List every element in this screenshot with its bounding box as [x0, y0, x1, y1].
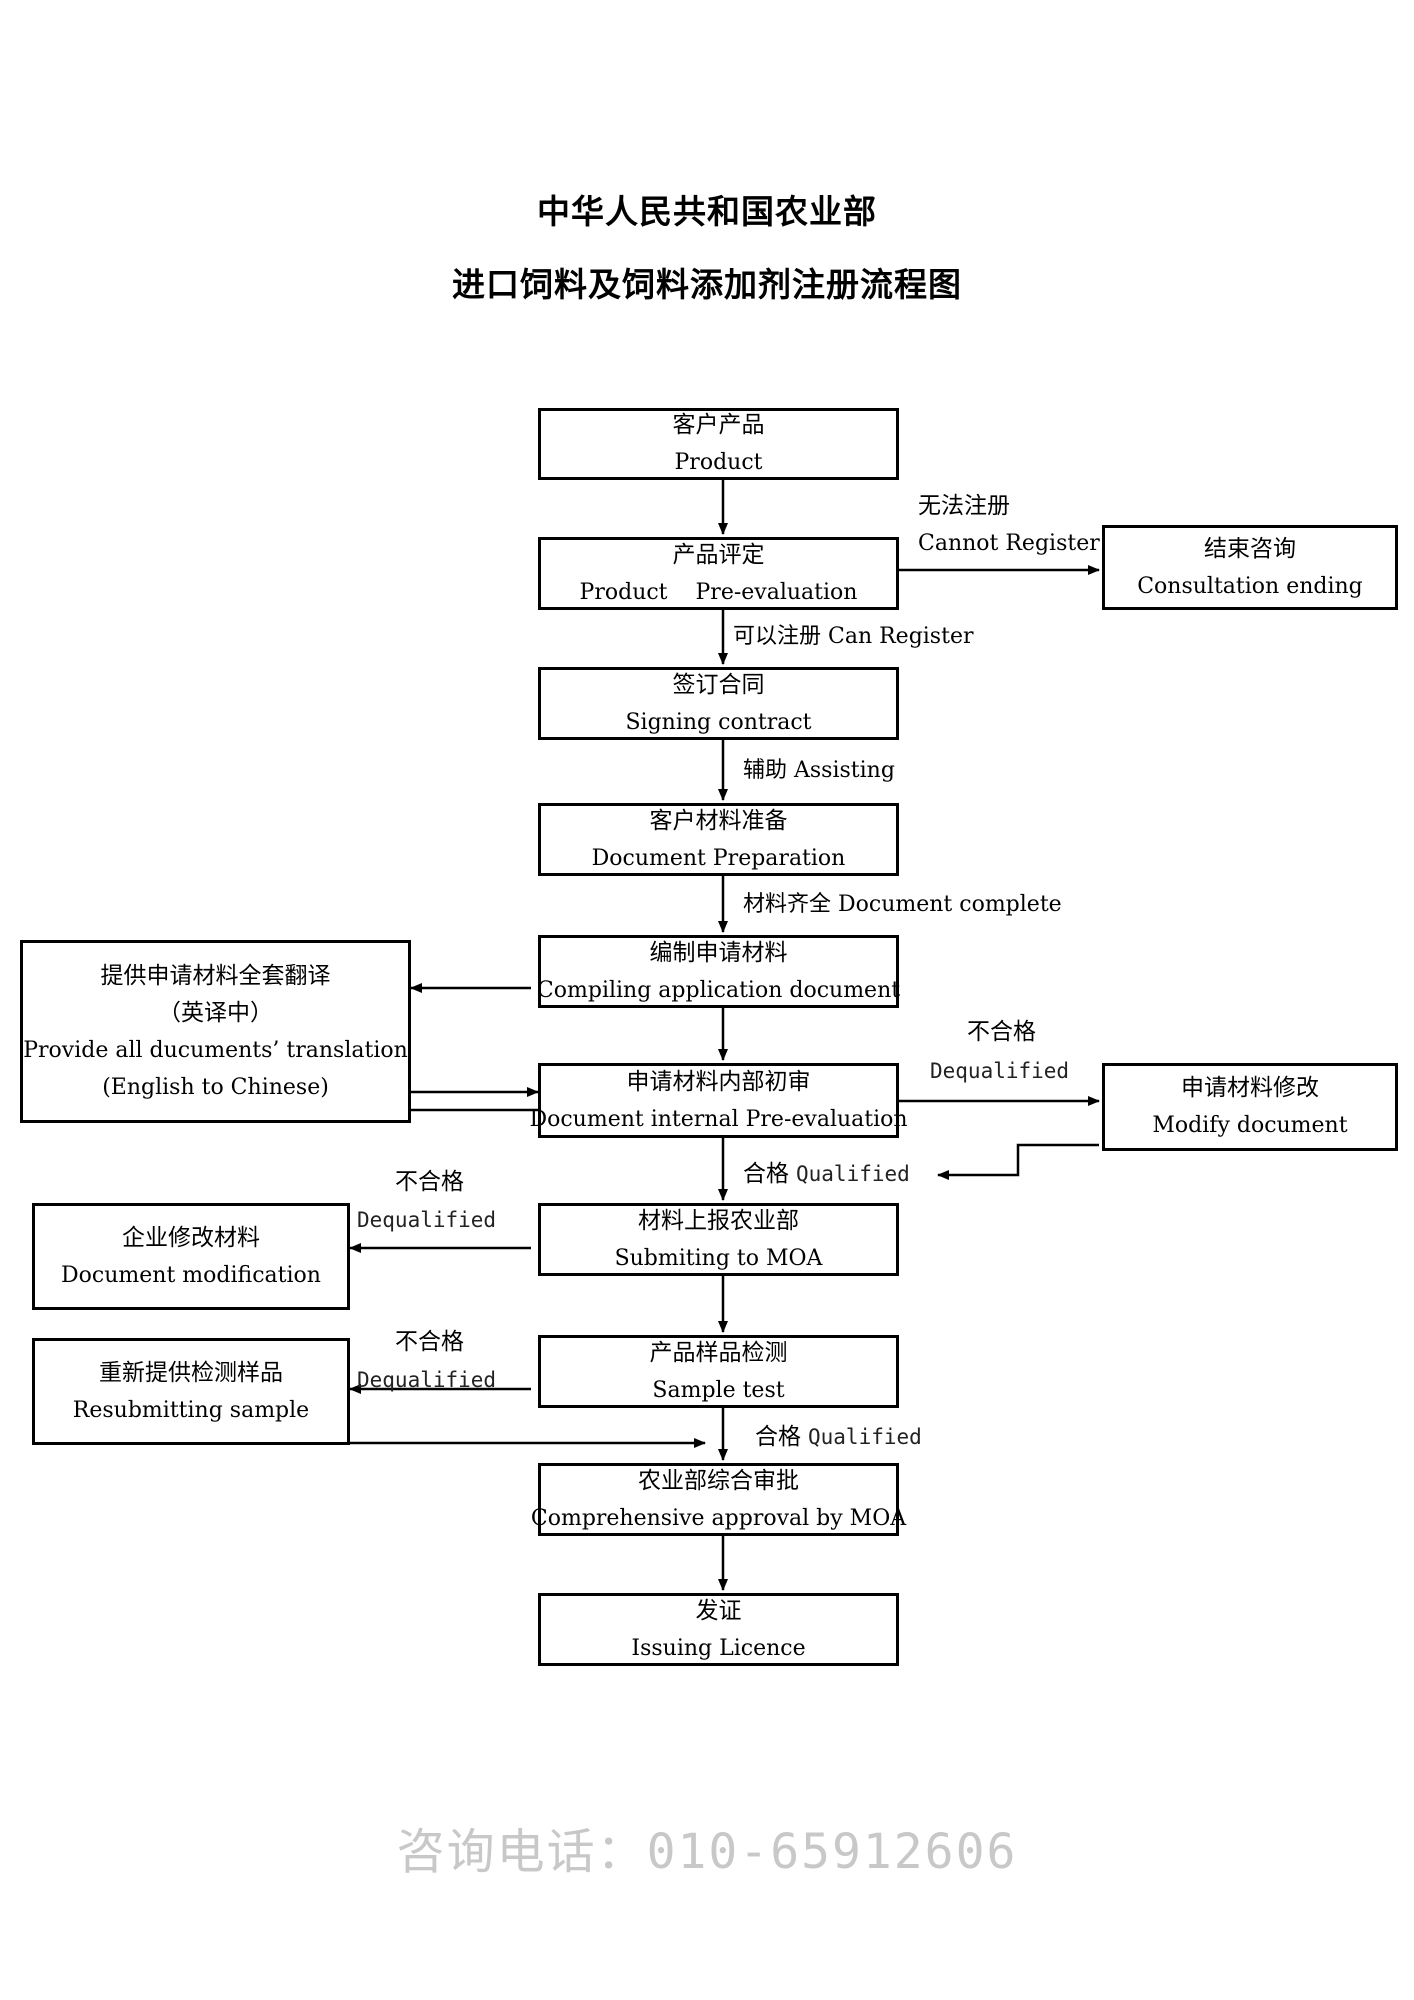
node-company-modify-en: Document modification	[61, 1262, 321, 1288]
label-cannot-register-en: Cannot Register	[918, 531, 1100, 556]
node-sample-test: 产品样品检测 Sample test	[538, 1335, 899, 1408]
node-company-modify-zh: 企业修改材料	[122, 1224, 260, 1251]
node-compiling-application-en: Compiling application document	[536, 977, 901, 1003]
node-comprehensive-approval: 农业部综合审批 Comprehensive approval by MOA	[531, 1463, 906, 1536]
label-qualified-2: 合格 Qualified	[755, 1423, 922, 1452]
node-resubmit-sample-en: Resubmitting sample	[72, 1397, 310, 1423]
node-signing-contract-en: Signing contract	[625, 709, 812, 735]
node-translation-en2: (English to Chinese)	[102, 1074, 329, 1100]
label-can-register: 可以注册 Can Register	[733, 624, 974, 649]
node-resubmit-sample: 重新提供检测样品 Resubmitting sample	[32, 1338, 350, 1445]
page-title-line2: 进口饲料及饲料添加剂注册流程图	[452, 265, 962, 304]
node-sample-test-en: Sample test	[652, 1377, 785, 1403]
node-consultation-ending-en: Consultation ending	[1137, 573, 1363, 599]
label-assisting: 辅助 Assisting	[743, 758, 895, 783]
footer-consult-phone: 咨询电话：010-65912606	[396, 1824, 1018, 1880]
node-company-modify: 企业修改材料 Document modification	[32, 1203, 350, 1310]
node-compiling-application-zh: 编制申请材料	[649, 939, 788, 966]
node-consultation-ending-zh: 结束咨询	[1204, 535, 1296, 562]
label-dequalified-2-zh: 不合格	[395, 1169, 464, 1195]
node-signing-contract: 签订合同 Signing contract	[538, 667, 899, 740]
node-translation: 提供申请材料全套翻译 （英译中） Provide all ducuments’ …	[20, 940, 411, 1123]
node-submit-moa: 材料上报农业部 Submiting to MOA	[538, 1203, 899, 1276]
node-modify-document: 申请材料修改 Modify document	[1102, 1063, 1398, 1151]
node-pre-evaluation-zh: 产品评定	[672, 541, 765, 568]
label-dequalified-2-en: Dequalified	[357, 1208, 497, 1232]
label-dequalified-1-zh: 不合格	[967, 1019, 1036, 1045]
label-qualified-2-zh: 合格	[755, 1424, 801, 1450]
node-comprehensive-approval-en: Comprehensive approval by MOA	[530, 1505, 907, 1531]
label-qualified-1-zh: 合格	[743, 1161, 789, 1187]
node-translation-en1: Provide all ducuments’ translation	[23, 1037, 408, 1063]
node-internal-review-en: Document internal Pre-evaluation	[529, 1106, 908, 1132]
node-product: 客户产品 Product	[538, 408, 899, 480]
label-qualified-1: 合格 Qualified	[743, 1160, 910, 1189]
node-issuing-licence-en: Issuing Licence	[631, 1635, 806, 1661]
node-consultation-ending: 结束咨询 Consultation ending	[1102, 525, 1398, 610]
node-product-en: Product	[674, 450, 763, 475]
node-internal-review-zh: 申请材料内部初审	[626, 1068, 811, 1095]
node-issuing-licence: 发证 Issuing Licence	[538, 1593, 899, 1666]
node-document-preparation-en: Document Preparation	[591, 845, 846, 871]
node-document-preparation: 客户材料准备 Document Preparation	[538, 803, 899, 876]
node-sample-test-zh: 产品样品检测	[649, 1339, 788, 1366]
node-compiling-application: 编制申请材料 Compiling application document	[536, 935, 901, 1008]
label-dequalified-3-en: Dequalified	[357, 1368, 497, 1392]
node-signing-contract-zh: 签订合同	[672, 671, 765, 698]
node-product-zh: 客户产品	[672, 412, 765, 438]
label-dequalified-3-zh: 不合格	[395, 1329, 464, 1355]
node-comprehensive-approval-zh: 农业部综合审批	[638, 1467, 799, 1494]
node-translation-zh1: 提供申请材料全套翻译	[100, 962, 331, 989]
node-submit-moa-en: Submiting to MOA	[614, 1245, 823, 1271]
node-document-preparation-zh: 客户材料准备	[649, 807, 788, 834]
node-translation-zh2: （英译中）	[158, 999, 273, 1026]
label-cannot-register-zh: 无法注册	[918, 493, 1010, 519]
node-submit-moa-zh: 材料上报农业部	[638, 1207, 799, 1234]
node-modify-document-zh: 申请材料修改	[1181, 1075, 1319, 1101]
node-pre-evaluation: 产品评定 Product Pre-evaluation	[538, 537, 899, 610]
page-title-line1: 中华人民共和国农业部	[537, 192, 877, 231]
node-resubmit-sample-zh: 重新提供检测样品	[99, 1359, 283, 1386]
node-issuing-licence-zh: 发证	[695, 1597, 742, 1624]
label-document-complete: 材料齐全 Document complete	[743, 892, 1062, 917]
node-modify-document-en: Modify document	[1152, 1113, 1348, 1138]
node-internal-review: 申请材料内部初审 Document internal Pre-evaluatio…	[529, 1063, 908, 1138]
node-pre-evaluation-en: Product Pre-evaluation	[579, 579, 858, 605]
label-qualified-2-en: Qualified	[808, 1425, 922, 1449]
label-dequalified-1-en: Dequalified	[930, 1059, 1070, 1083]
arrow-modify-to-qualified	[937, 1143, 1099, 1180]
label-qualified-1-en: Qualified	[796, 1162, 910, 1186]
